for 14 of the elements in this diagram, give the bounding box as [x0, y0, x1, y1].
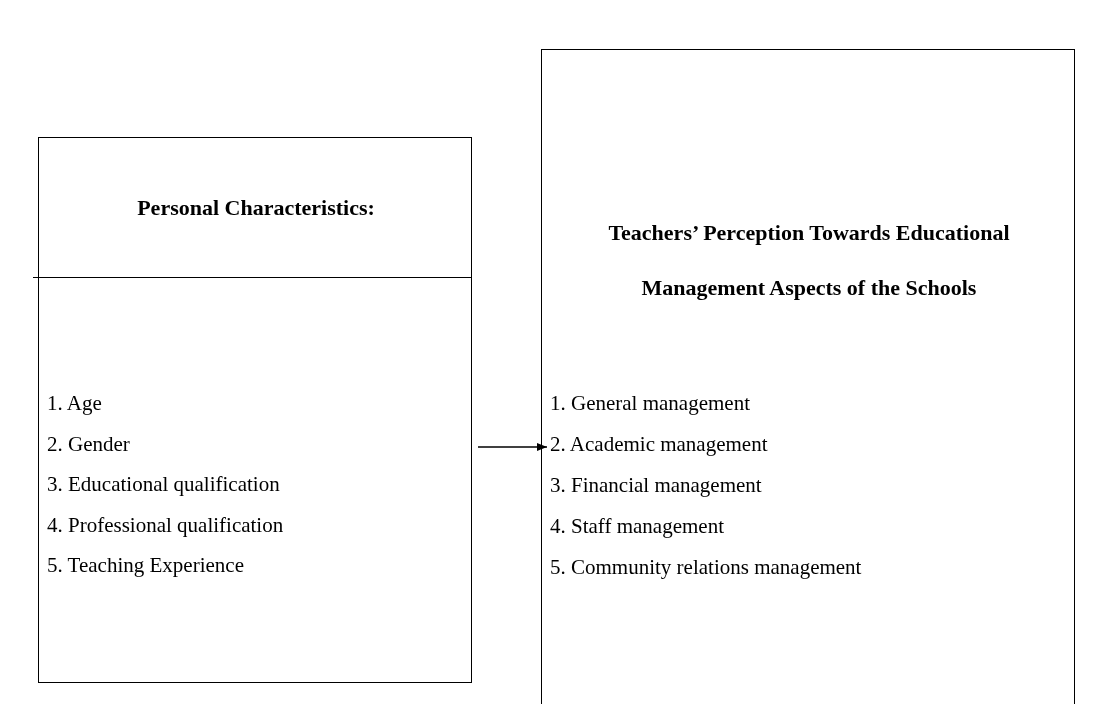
list-item: 3. Financial management: [550, 473, 762, 498]
list-item: 2. Academic management: [550, 432, 768, 457]
list-item: 1. Age: [47, 391, 102, 416]
list-item: 5. Teaching Experience: [47, 553, 244, 578]
concept-box: [541, 49, 1075, 704]
list-item: 2. Gender: [47, 431, 130, 457]
list-item: 1. General management: [550, 391, 750, 416]
list-item: 5. Community relations management: [550, 555, 862, 580]
list-item: 4. Staff management: [550, 514, 724, 539]
arrow: [477, 443, 548, 451]
list-item: 3. Educational qualification: [47, 472, 280, 497]
box-heading: Teachers’ Perception Towards Educational Management Aspects of the Schools: [607, 219, 1011, 302]
list-item: 4. Professional qualification: [47, 512, 284, 538]
box-heading: Personal Characteristics:: [137, 193, 375, 222]
